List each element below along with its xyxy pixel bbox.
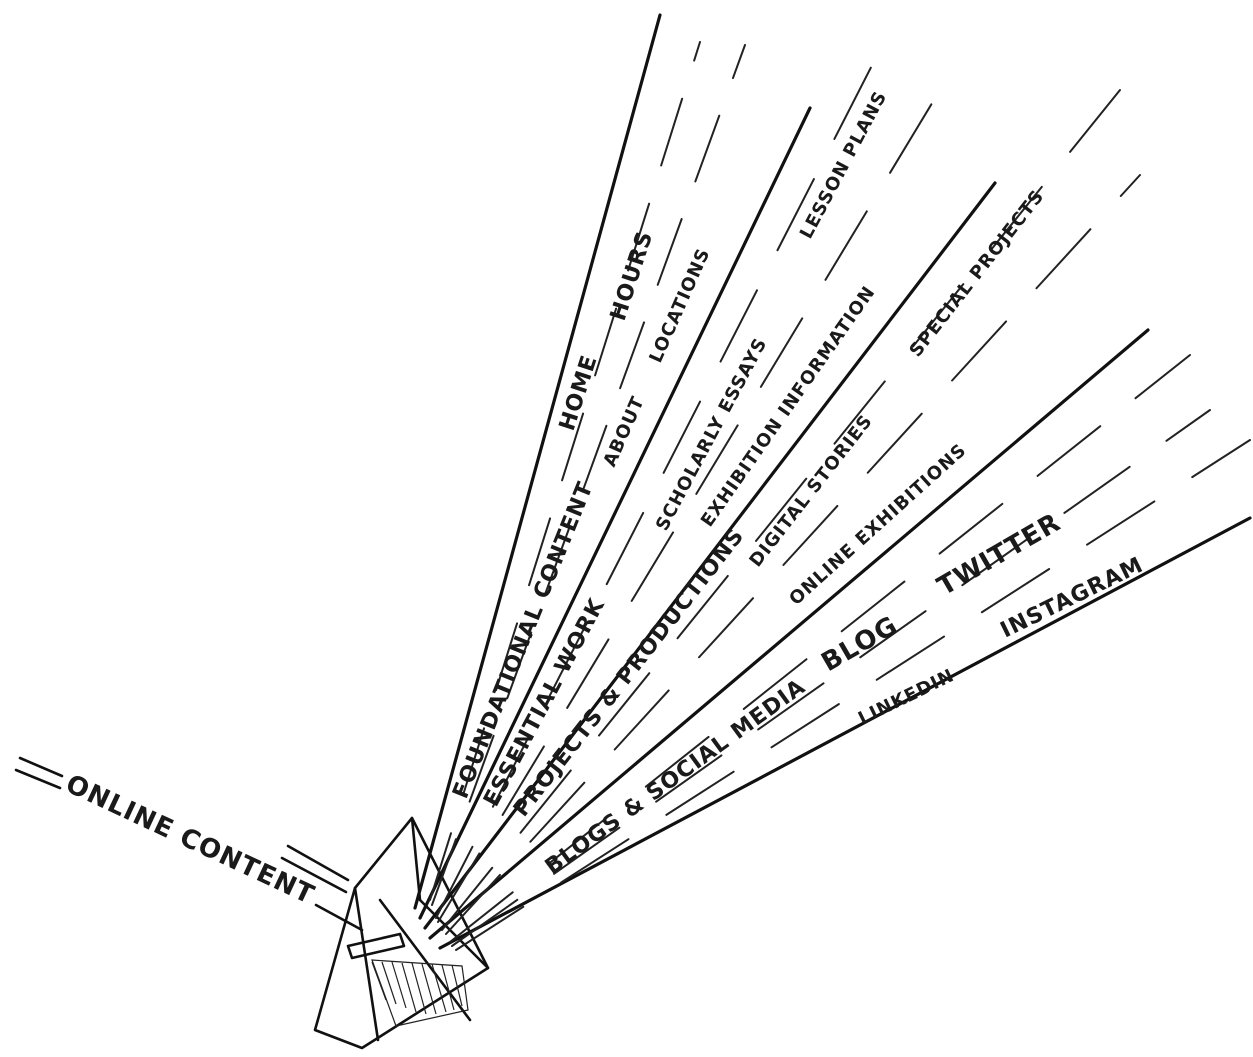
item-linkedin: LINKEDIN <box>855 665 958 730</box>
category-title-blogs: BLOGS & SOCIAL MEDIA <box>541 674 811 879</box>
item-twitter: TWITTER <box>933 508 1067 602</box>
item-home: HOME <box>555 352 603 434</box>
input-label: ONLINE CONTENT <box>61 769 319 911</box>
item-hours: HOURS <box>606 228 658 324</box>
item-instagram: INSTAGRAM <box>997 553 1148 644</box>
item-locations: LOCATIONS <box>645 245 714 366</box>
item-blog: BLOG <box>817 611 904 678</box>
prism-hatching <box>372 962 462 1014</box>
input-beam: ONLINE CONTENT <box>16 758 362 930</box>
